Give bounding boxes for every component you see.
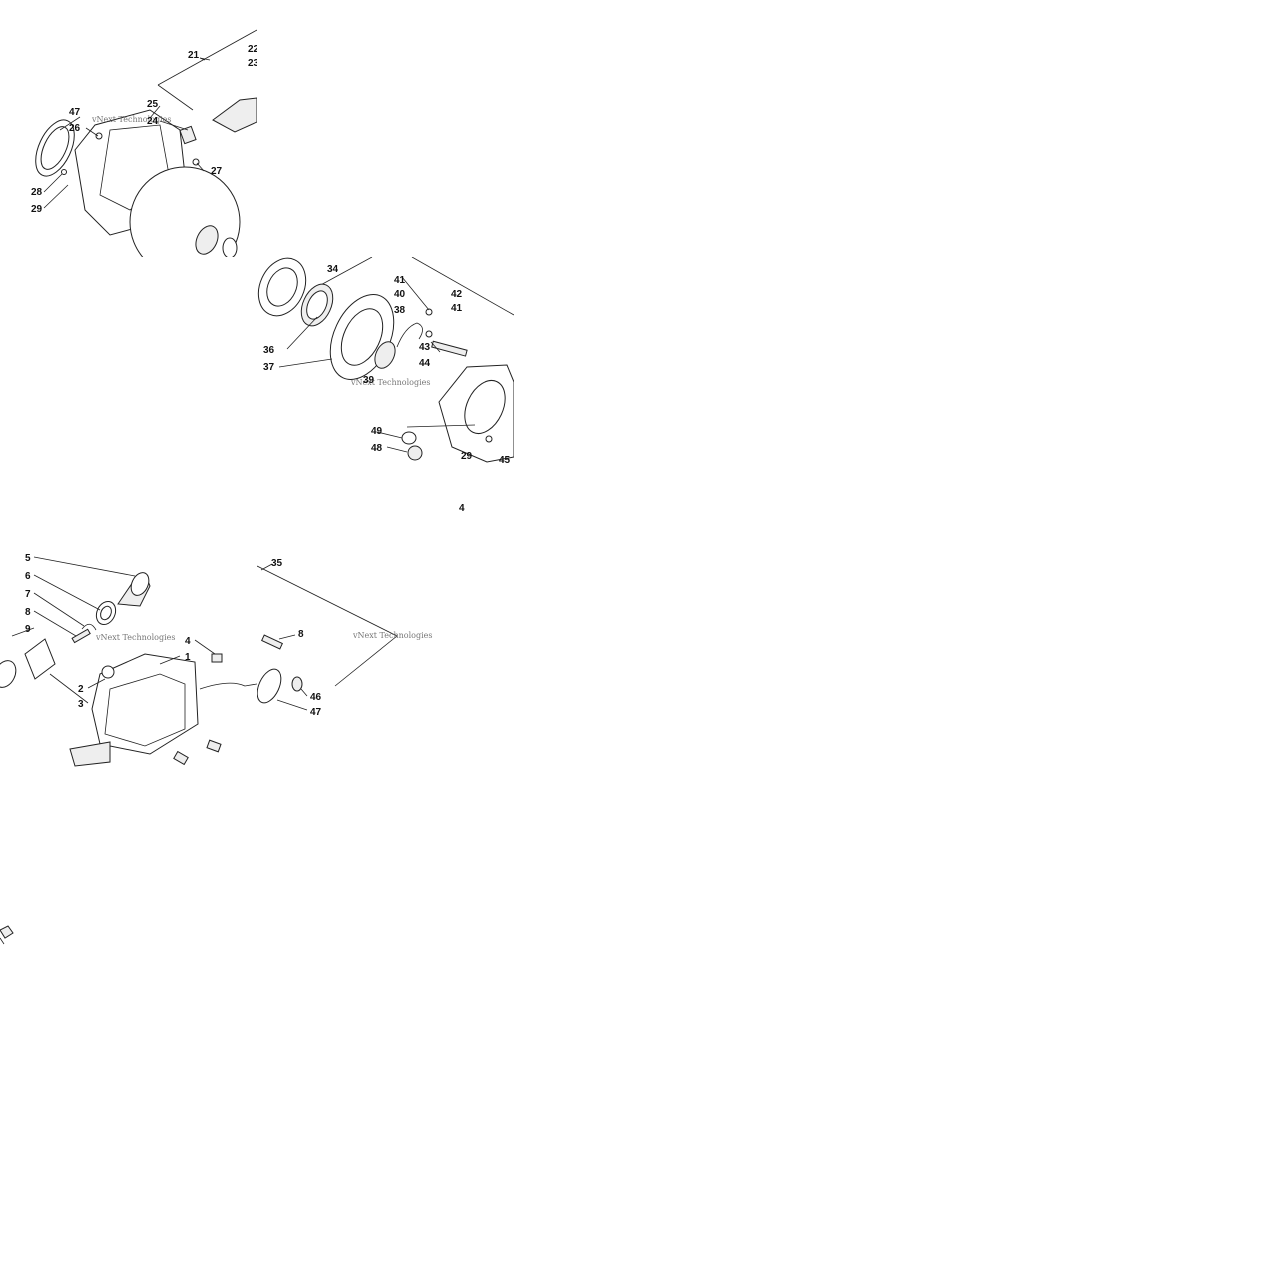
spacer	[179, 125, 197, 145]
callout-label: 8	[298, 629, 304, 640]
callout-label: 48	[371, 443, 383, 454]
diagram-tile-clamp: vNext Technologies 35 8 46 47	[257, 514, 514, 771]
watermark: vNext Technologies	[95, 633, 175, 642]
callout-label: 42	[451, 289, 463, 300]
callout-label: 27	[211, 166, 223, 177]
callout-label: 45	[499, 455, 511, 466]
callout-label: 4	[185, 636, 191, 647]
callout-label: 1	[185, 652, 191, 663]
seal	[374, 341, 396, 369]
callout-label: 24	[147, 116, 159, 127]
spring	[396, 322, 423, 348]
pinion-gear	[212, 97, 257, 133]
watermark: vNext Technologies	[91, 115, 171, 124]
pin	[71, 628, 91, 644]
callout-label: 36	[263, 345, 275, 356]
callout-label: 29	[461, 451, 473, 462]
callout-label: 4	[459, 503, 465, 514]
callout-label: 22	[248, 44, 257, 55]
diagram-tile-ring-gear: vNext Technologies 34 41 40 42 41 38 36 …	[257, 257, 514, 514]
callout-label: 44	[419, 358, 431, 369]
callout-label: 46	[310, 692, 322, 703]
clamp-ring	[257, 668, 282, 704]
plug	[401, 431, 417, 445]
bracket	[24, 638, 56, 680]
callout-label: 38	[394, 305, 406, 316]
diagram-tile-actuator: vNext Technologies 5 6 7 8 9 4 1 2 3	[0, 514, 257, 771]
callout-label: 47	[310, 707, 322, 718]
bolt	[211, 653, 223, 663]
callout-label: 25	[147, 99, 159, 110]
callout-label: 28	[31, 187, 43, 198]
callout-label: 23	[248, 58, 257, 69]
lever	[69, 741, 111, 767]
callout-label: 41	[451, 303, 463, 314]
snap-ring	[81, 623, 97, 631]
ring-gear-drawing: vNext Technologies 34 41 40 42 41 38 36 …	[257, 257, 514, 514]
callout-label: 35	[271, 558, 283, 569]
watermark: vNext Technologies	[352, 631, 432, 640]
callout-label: 39	[363, 375, 375, 386]
drain-plug	[407, 445, 423, 461]
bearing	[195, 225, 219, 255]
bolt	[173, 750, 189, 766]
diagram-tile-fragment	[0, 900, 30, 960]
callout-label: 21	[188, 50, 200, 61]
diagram-tile-housing: vNext Technologies 21 22 23 25 24 47 26 …	[0, 0, 257, 257]
callout-label: 26	[69, 123, 81, 134]
fragment-drawing	[0, 925, 14, 945]
callout-label: 49	[371, 426, 383, 437]
callout-label: 41	[394, 275, 406, 286]
callout-label: 8	[25, 607, 31, 618]
clamp-drawing: vNext Technologies 35 8 46 47	[257, 558, 432, 718]
washer	[291, 676, 303, 692]
actuator-drawing: vNext Technologies 5 6 7 8 9 4 1 2 3	[0, 553, 257, 767]
callout-label: 3	[78, 699, 84, 710]
callout-label: 40	[394, 289, 406, 300]
callout-label: 29	[31, 204, 43, 215]
callout-label: 5	[25, 553, 31, 564]
bolt	[261, 634, 283, 650]
callout-label: 43	[419, 342, 431, 353]
bolt	[206, 739, 222, 753]
callout-label: 37	[263, 362, 275, 373]
watermark: vNext Technologies	[350, 378, 430, 387]
small-part	[0, 925, 14, 939]
callout-label: 9	[25, 624, 31, 635]
housing-drawing: vNext Technologies 21 22 23 25 24 47 26 …	[31, 29, 257, 257]
callout-label: 7	[25, 589, 31, 600]
callout-label: 2	[78, 684, 84, 695]
callout-label: 34	[327, 264, 339, 275]
callout-label: 6	[25, 571, 31, 582]
callout-label: 47	[69, 107, 81, 118]
